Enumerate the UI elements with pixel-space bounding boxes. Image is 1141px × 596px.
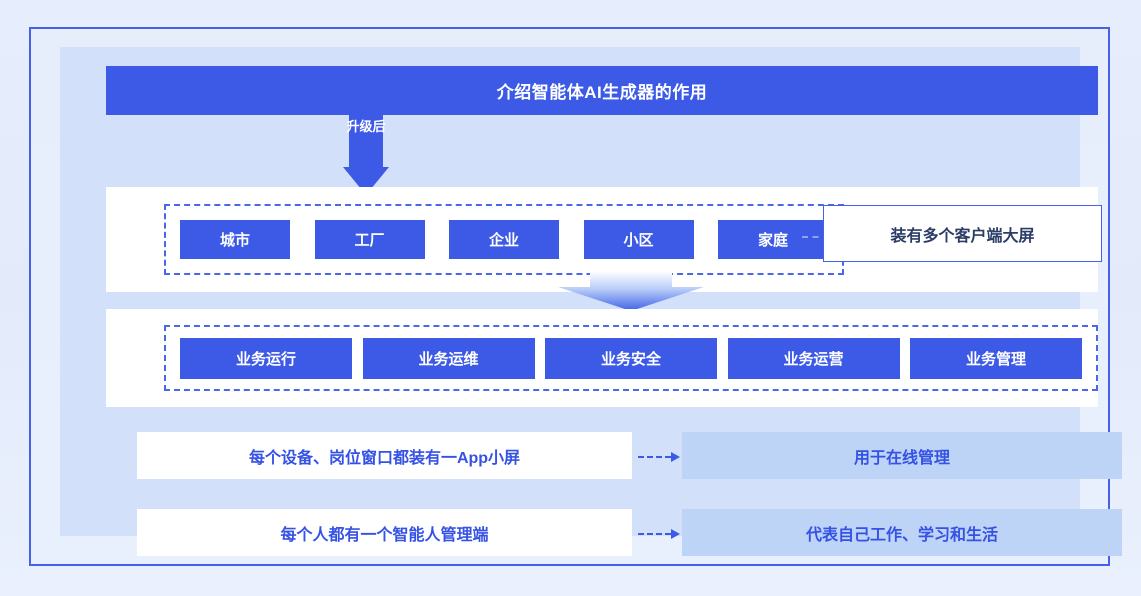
arrow-line: [802, 236, 829, 238]
tier1-callout-box: 装有多个客户端大屏: [823, 205, 1102, 262]
arrow-tip: [671, 529, 680, 539]
tier1-chip-community[interactable]: 小区: [583, 220, 694, 259]
tier2-chip-management[interactable]: 业务管理: [910, 337, 1082, 379]
tier1-callout-label: 装有多个客户端大屏: [890, 227, 1035, 245]
tier2-chip-operation[interactable]: 业务运行: [180, 337, 352, 379]
tier2-card: 业务运行 业务运维 业务安全 业务运营 业务管理: [106, 309, 1098, 407]
bottom-row-2-left-label: 每个人都有一个智能人管理端: [280, 526, 489, 544]
bottom-row-1-left: 每个设备、岗位窗口都装有一App小屏: [137, 432, 632, 479]
down-arrow-icon-shaft: [349, 113, 383, 168]
tier2-chip-row: 业务运行 业务运维 业务安全 业务运营 业务管理: [166, 327, 1096, 389]
bottom-row-1-left-label: 每个设备、岗位窗口都装有一App小屏: [248, 449, 521, 467]
tier2-dashed-group: 业务运行 业务运维 业务安全 业务运营 业务管理: [164, 325, 1098, 391]
tier1-chip-family[interactable]: 家庭: [718, 220, 828, 259]
diagram-stage: 介绍智能体AI生成器的作用 升级后 城市 工厂 企业 小区 家庭: [60, 47, 1122, 556]
diagram-title-bar: 介绍智能体AI生成器的作用: [106, 66, 1098, 115]
gradient-down-arrow-icon: [558, 271, 704, 311]
bottom-row-2-right-label: 代表自己工作、学习和生活: [805, 526, 998, 544]
tier1-dashed-group: 城市 工厂 企业 小区 家庭: [164, 204, 844, 275]
dashed-arrow-right-icon-row2: [638, 529, 680, 539]
tier1-chip-city[interactable]: 城市: [180, 220, 290, 259]
bottom-row-1-right-label: 用于在线管理: [853, 449, 950, 467]
tier1-chip-row: 城市 工厂 企业 小区 家庭: [166, 206, 842, 273]
tier2-chip-security[interactable]: 业务安全: [545, 337, 717, 379]
tier1-chip-factory[interactable]: 工厂: [314, 220, 425, 259]
tier2-chip-maintenance[interactable]: 业务运维: [362, 337, 535, 379]
upgrade-arrow: 升级后: [343, 113, 389, 195]
diagram-frame: 介绍智能体AI生成器的作用 升级后 城市 工厂 企业 小区 家庭: [29, 27, 1122, 566]
bottom-row-1-right: 用于在线管理: [682, 432, 1122, 479]
dashed-arrow-right-icon-row1: [638, 452, 680, 462]
tier2-chip-business-ops[interactable]: 业务运营: [727, 337, 900, 379]
page-title: 介绍智能体AI生成器的作用: [496, 83, 708, 102]
arrow-line: [638, 533, 671, 535]
upgrade-arrow-label: 升级后: [346, 119, 386, 134]
bottom-row-2-left: 每个人都有一个智能人管理端: [137, 509, 632, 556]
bottom-row-2-right: 代表自己工作、学习和生活: [682, 509, 1122, 556]
arrow-tip: [671, 452, 680, 462]
tier1-chip-enterprise[interactable]: 企业: [449, 220, 559, 259]
arrow-line: [638, 456, 671, 458]
